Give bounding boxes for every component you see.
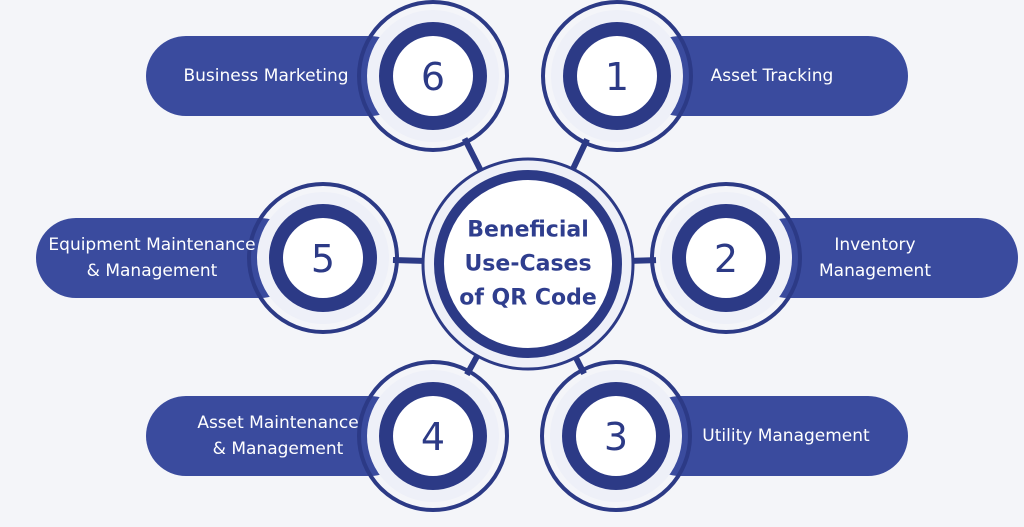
usecase-label-3-line-1: Utility Management — [702, 426, 870, 446]
usecase-number-4: 4 — [421, 415, 445, 459]
number-disc-1 — [577, 36, 657, 116]
usecase-pill-6 — [146, 36, 410, 116]
usecase-node-1: 1 Asset Tracking — [541, 0, 908, 152]
outer-ring-6 — [357, 0, 509, 152]
usecase-node-3: 3 Utility Management — [540, 360, 908, 512]
usecase-number-5: 5 — [311, 237, 335, 281]
usecase-pill-3 — [640, 396, 908, 476]
usecase-pill-4 — [146, 396, 410, 476]
usecase-pill-1 — [640, 36, 908, 116]
usecase-pill-5 — [36, 218, 300, 298]
usecase-pill-2 — [748, 218, 1018, 298]
usecase-node-5: 5 Equipment Maintenance & Management — [36, 182, 399, 334]
outer-ring-3 — [540, 360, 692, 512]
outer-ring-2 — [650, 182, 802, 334]
usecase-node-4: 4 Asset Maintenance & Management — [146, 360, 509, 512]
usecase-number-2: 2 — [714, 237, 738, 281]
usecase-number-6: 6 — [421, 55, 445, 99]
usecase-label-4-line-1: Asset Maintenance — [197, 413, 358, 433]
usecase-label-2-line-2: Management — [819, 261, 931, 281]
usecase-label-6-line-1: Business Marketing — [183, 66, 348, 86]
outer-ring-4 — [357, 360, 509, 512]
usecase-label-1-line-1: Asset Tracking — [711, 66, 834, 86]
number-disc-6 — [393, 36, 473, 116]
hub-title-line-3: of QR Code — [459, 286, 597, 311]
usecase-label-2-line-1: Inventory — [834, 235, 915, 255]
outer-ring-1 — [541, 0, 693, 152]
usecase-label-4-line-2: & Management — [213, 439, 344, 459]
outer-ring-5 — [247, 182, 399, 334]
usecase-number-3: 3 — [604, 415, 628, 459]
number-disc-2 — [686, 218, 766, 298]
number-disc-4 — [393, 396, 473, 476]
hub-title-line-2: Use-Cases — [464, 252, 591, 277]
number-disc-5 — [283, 218, 363, 298]
number-disc-3 — [576, 396, 656, 476]
usecase-node-6: 6 Business Marketing — [146, 0, 509, 152]
hub-title-line-1: Beneficial — [467, 218, 589, 243]
usecase-label-5-line-1: Equipment Maintenance — [48, 235, 255, 255]
usecase-label-5-line-2: & Management — [87, 261, 218, 281]
usecase-number-1: 1 — [605, 55, 629, 99]
hub-disc — [434, 170, 622, 358]
